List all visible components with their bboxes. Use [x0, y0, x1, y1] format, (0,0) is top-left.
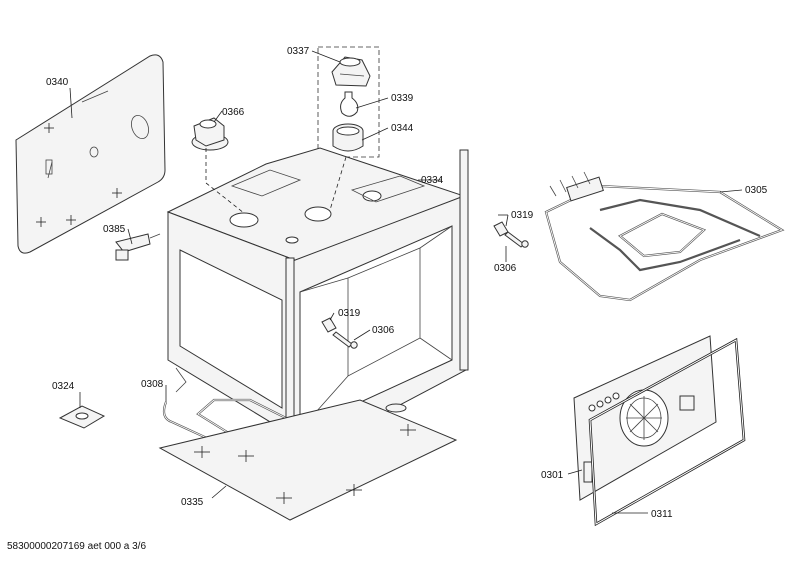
document-footer: 583000002071­69 aet 000 a 3/6	[7, 541, 147, 552]
lamp-glass-0344	[332, 123, 364, 152]
base-plate-0335	[158, 399, 458, 521]
small-plate-0324	[58, 405, 106, 429]
callout-0366: 0366	[222, 107, 245, 118]
leader-lines	[69, 50, 743, 514]
callout-0319-right: 0319	[511, 210, 534, 221]
lamp-assembly-group	[317, 46, 380, 158]
lamp-bulb-0339	[340, 91, 359, 117]
door-seal-0311	[588, 337, 746, 527]
assembly-guide-lines	[205, 148, 347, 214]
callout-0305: 0305	[745, 185, 768, 196]
door-switch-0385	[115, 233, 161, 261]
callout-0319-inside: 0319	[338, 308, 361, 319]
fan-motor-0366	[191, 117, 229, 151]
rear-panel-0340	[15, 54, 166, 254]
fastener-set-right	[493, 221, 529, 248]
grill-element-0305	[544, 171, 785, 302]
callout-0337: 0337	[287, 46, 310, 57]
callout-0308: 0308	[141, 379, 164, 390]
callout-0344: 0344	[391, 123, 414, 134]
callout-0335: 0335	[181, 497, 204, 508]
callout-0311: 0311	[651, 509, 673, 520]
callout-0306-right: 0306	[494, 263, 517, 274]
callout-0324: 0324	[52, 381, 75, 392]
callout-0306-inside: 0306	[372, 325, 395, 336]
fan-cover-0301	[573, 335, 717, 501]
callout-labels: 0340 0337 0339 0344 0366 0334 0385 0319 …	[46, 46, 768, 520]
fastener-set-inside	[321, 317, 358, 349]
oven-body-0334	[166, 147, 469, 463]
lamp-holder-0337	[331, 56, 371, 87]
callout-0339: 0339	[391, 93, 414, 104]
callout-0334: 0334	[421, 175, 444, 186]
callout-0301: 0301	[541, 470, 564, 481]
callout-0385: 0385	[103, 224, 126, 235]
callout-0340: 0340	[46, 77, 69, 88]
